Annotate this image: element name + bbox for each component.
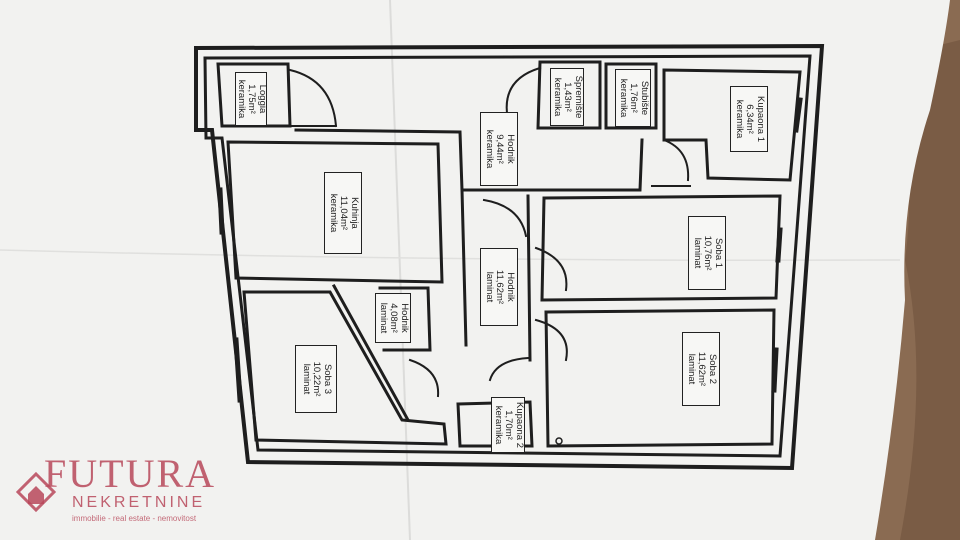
room-name: Stubište <box>639 80 651 116</box>
hodnik3-walls <box>378 286 432 352</box>
room-name: Kuhinja <box>349 197 361 229</box>
room-material: laminat <box>300 363 312 395</box>
room-label-hodnik-2: Hodnik 11,62m² laminat <box>480 248 518 326</box>
table-texture <box>880 40 960 540</box>
room-area: 11,62m² <box>696 351 708 387</box>
room-material: keramika <box>492 405 504 445</box>
outer-wall-inner <box>203 54 812 458</box>
room-name: Soba 1 <box>713 237 725 269</box>
drain-mark <box>555 437 563 445</box>
room-material: keramika <box>483 129 495 169</box>
room-name: Hodnik <box>505 134 517 164</box>
door-arc-hodnik <box>408 198 568 398</box>
room-name: Hodnik <box>399 303 411 333</box>
room-area: 11,62m² <box>494 269 506 305</box>
room-label-spremiste: Spremište 1,43m² keramika <box>550 68 584 126</box>
room-label-hodnik-3: Hodnik 4,08m² laminat <box>375 293 411 343</box>
room-material: keramika <box>551 77 563 117</box>
room-material: keramika <box>733 99 745 139</box>
room-area: 11,04m² <box>338 195 350 231</box>
room-area: 9,44m² <box>494 134 506 164</box>
room-label-kuhinja: Kuhinja 11,04m² keramika <box>324 172 362 254</box>
kuhinja-walls <box>226 140 444 284</box>
room-area: 1,75m² <box>246 84 258 114</box>
spremiste-walls <box>536 60 602 130</box>
room-label-soba3: Soba 3 10,22m² laminat <box>295 345 337 413</box>
door-arc-loggia <box>288 68 338 128</box>
room-area: 10,22m² <box>311 361 323 397</box>
corridor-wall-mid <box>460 188 532 362</box>
room-material: keramika <box>235 79 247 119</box>
room-area: 1,43m² <box>562 82 574 112</box>
room-area: 1,76m² <box>628 83 640 113</box>
room-material: keramika <box>617 78 629 118</box>
logo-wordmark: FUTURA <box>44 451 217 496</box>
room-material: laminat <box>483 271 495 303</box>
paper-fold-2 <box>0 249 901 262</box>
room-name: Soba 2 <box>707 353 719 385</box>
soba1-walls <box>540 194 782 302</box>
room-material: laminat <box>691 237 703 269</box>
room-name: Loggia <box>257 84 269 114</box>
logo-tagline: immobilie - real estate - nemovitost <box>72 514 197 523</box>
paper-fold <box>389 0 411 540</box>
room-name: Hodnik <box>505 272 517 302</box>
stubiste-walls <box>604 62 658 130</box>
outer-wall <box>194 43 825 471</box>
room-label-stubiste: Stubište 1,76m² keramika <box>615 69 651 127</box>
room-label-hodnik-1: Hodnik 9,44m² keramika <box>480 112 518 186</box>
room-name: Soba 3 <box>322 363 334 395</box>
door-arc-kupaona1 <box>651 138 691 187</box>
soba3-walls <box>242 290 448 446</box>
room-area: 1,70m² <box>503 410 515 440</box>
room-name: Kupaona 1 <box>755 96 767 142</box>
room-label-kupaona2: Kupaona 2 1,70m² keramika <box>491 397 525 453</box>
soba2-walls <box>544 308 776 448</box>
room-area: 6,34m² <box>744 104 756 134</box>
room-label-loggia: Loggia 1,75m² keramika <box>235 72 269 126</box>
room-material: laminat <box>377 302 389 334</box>
room-area: 4,08m² <box>388 303 400 333</box>
futura-logo: FUTURA NEKRETNINE immobilie - real estat… <box>14 448 254 528</box>
floor-plan <box>194 43 825 471</box>
room-label-soba2: Soba 2 11,62m² laminat <box>682 332 720 406</box>
room-label-soba1: Soba 1 10,76m² laminat <box>688 216 726 290</box>
room-area: 10,76m² <box>702 235 714 271</box>
room-name: Kupaona 2 <box>514 402 526 448</box>
room-material: keramika <box>327 193 339 233</box>
soba3-diagonal <box>331 283 411 423</box>
room-name: Spremište <box>573 75 585 119</box>
windows <box>217 97 803 403</box>
room-label-kupaona1: Kupaona 1 6,34m² keramika <box>730 86 768 152</box>
house-icon <box>16 472 56 513</box>
room-material: laminat <box>685 353 697 385</box>
logo-subtitle: NEKRETNINE <box>72 494 206 511</box>
